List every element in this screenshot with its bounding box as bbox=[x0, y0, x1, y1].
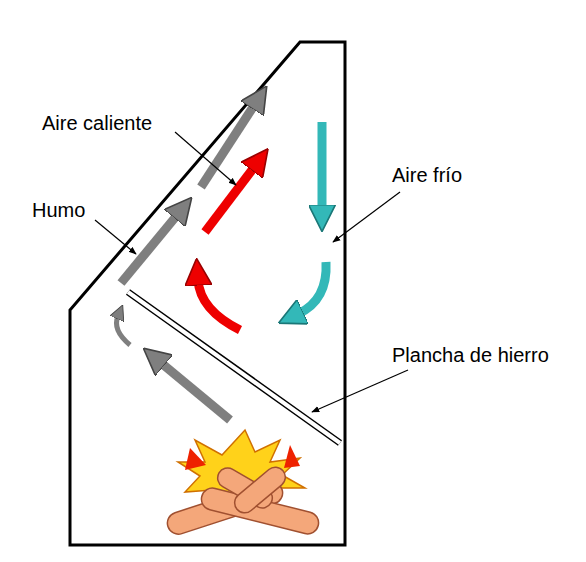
part-label: Aire caliente bbox=[42, 112, 152, 134]
flame-tip bbox=[185, 448, 206, 470]
part-label: Humo bbox=[32, 199, 85, 221]
cold-air-arrow bbox=[298, 262, 326, 314]
leader-line bbox=[175, 132, 236, 185]
leader-line bbox=[95, 220, 136, 254]
hot-air-arrow bbox=[198, 280, 240, 330]
leader-line bbox=[312, 370, 408, 412]
logs bbox=[165, 463, 321, 537]
part-label: Aire frío bbox=[392, 164, 462, 186]
hot-air-arrow bbox=[205, 166, 255, 232]
smoke-arrow bbox=[117, 316, 131, 345]
leader-line bbox=[333, 192, 400, 242]
part-label: Plancha de hierro bbox=[392, 344, 549, 366]
iron-plate-core bbox=[128, 292, 340, 443]
cold-air-arrow bbox=[318, 122, 327, 210]
iron-plate bbox=[128, 292, 340, 443]
smoke-arrow bbox=[160, 362, 230, 420]
flame-tip bbox=[284, 445, 300, 468]
